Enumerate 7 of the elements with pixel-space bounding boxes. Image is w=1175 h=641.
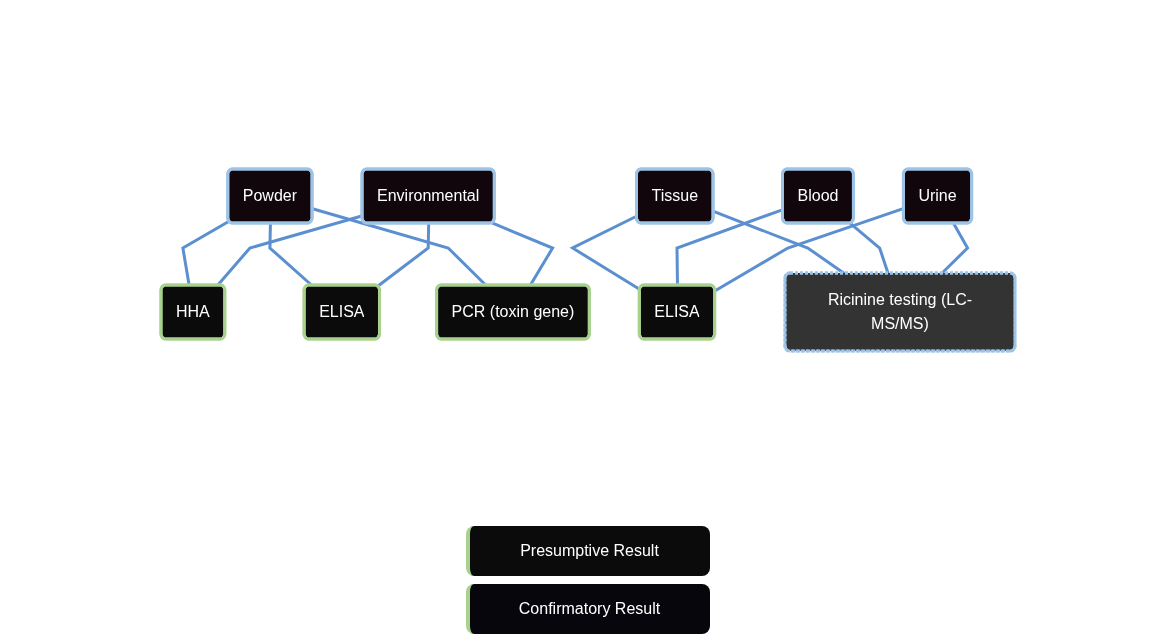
connector xyxy=(569,214,641,291)
legend-entry: Presumptive Result xyxy=(465,526,710,576)
connector xyxy=(675,208,783,286)
legend-entry: Confirmatory Result xyxy=(465,584,710,634)
connector xyxy=(311,207,487,287)
connector xyxy=(848,222,890,274)
connector xyxy=(376,223,430,288)
